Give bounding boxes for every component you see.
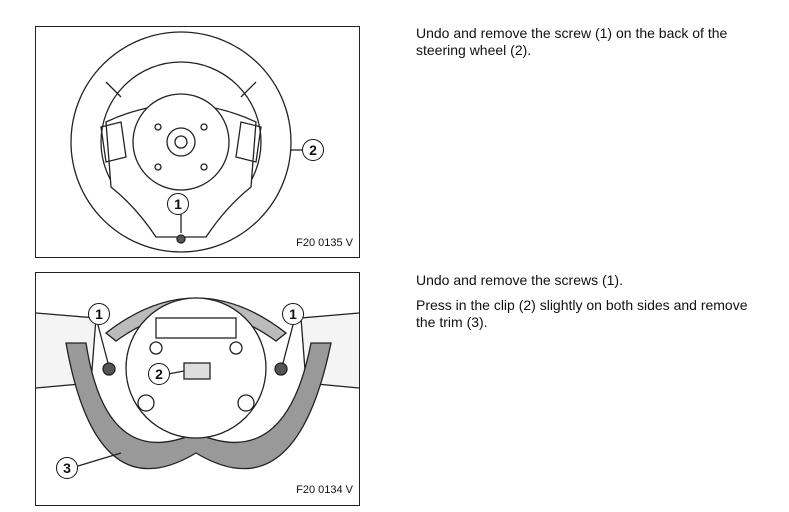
callout-2: 2 [148,363,170,385]
callout-1: 1 [167,193,189,215]
callout-1-right: 1 [282,303,304,325]
steering-wheel-illustration [70,31,302,253]
figure-code: F20 0134 V [296,484,353,496]
callout-2: 2 [302,139,324,161]
step-2-instructions: Undo and remove the screws (1). Press in… [416,272,766,339]
step-1-instructions: Undo and remove the screw (1) on the bac… [416,25,766,67]
figure-steering-wheel-back: 1 2 F20 0135 V [35,26,360,258]
instruction-text: Press in the clip (2) slightly on both s… [416,297,748,330]
instruction-text: Undo and remove the screw (1) on the bac… [416,25,728,58]
figure-steering-wheel-trim: 1 1 2 3 F20 0134 V [35,272,360,506]
figure-code: F20 0135 V [296,237,353,249]
steering-wheel-trim-illustration [36,297,359,470]
callout-1-left: 1 [88,303,110,325]
callout-3: 3 [56,457,78,479]
instruction-text: Undo and remove the screws (1). [416,272,623,288]
